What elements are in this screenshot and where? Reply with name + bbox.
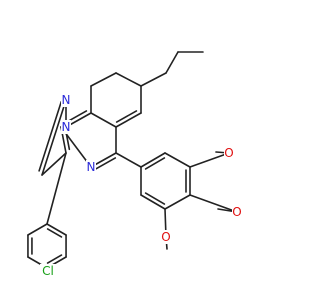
bond-n1-c13: [41, 99, 67, 176]
atom-label-o2: O: [232, 205, 241, 219]
bond-r5-r0: [27, 223, 48, 236]
bond-c11-r0: [46, 152, 67, 225]
bond-layer: [27, 51, 238, 272]
atom-label-background: [232, 205, 242, 219]
atom-label-o3: O: [161, 230, 170, 244]
bond-c24-o2: [189, 194, 238, 213]
bond-c22-c23: [164, 152, 191, 168]
bond-c13-c11: [41, 152, 67, 176]
bond-c21-c22: [140, 152, 166, 168]
bond-c10-c21: [115, 152, 142, 168]
atom-label-background: [161, 230, 171, 244]
atom-label-background: [86, 160, 96, 174]
atom-label-n2: N: [62, 120, 71, 134]
bond-c5-c6: [115, 112, 142, 128]
atom-label-n3: N: [87, 160, 96, 174]
atom-label-background: [61, 93, 71, 107]
double-bond-n3-c10: [94, 157, 117, 170]
double-bond-r0-r1: [46, 228, 63, 238]
double-bond-c21-c22: [144, 157, 166, 170]
atom-label-background: [61, 120, 71, 134]
atom-label-cl1: Cl: [42, 264, 54, 278]
atom-label-background: [224, 146, 234, 160]
bond-c4-c7: [140, 72, 167, 87]
atom-label-background: [40, 264, 56, 278]
bond-c3-c4: [115, 72, 142, 87]
bond-c23-o1: [189, 152, 230, 168]
atom-label-n1: N: [62, 93, 71, 107]
bond-r0-r1: [46, 223, 67, 236]
double-bond-c5-c6: [115, 110, 138, 123]
atom-label-o1: O: [224, 146, 233, 160]
bond-c7-c8: [165, 51, 179, 74]
bond-c6-c1: [90, 112, 117, 128]
double-bond-n1-c13: [38, 100, 63, 172]
double-bond-r2-r3: [46, 254, 63, 264]
double-bond-c25-c26: [144, 192, 166, 205]
bond-c25-c26: [140, 194, 166, 210]
bond-c24-c25: [164, 194, 191, 210]
bond-c2-c3: [90, 72, 117, 87]
